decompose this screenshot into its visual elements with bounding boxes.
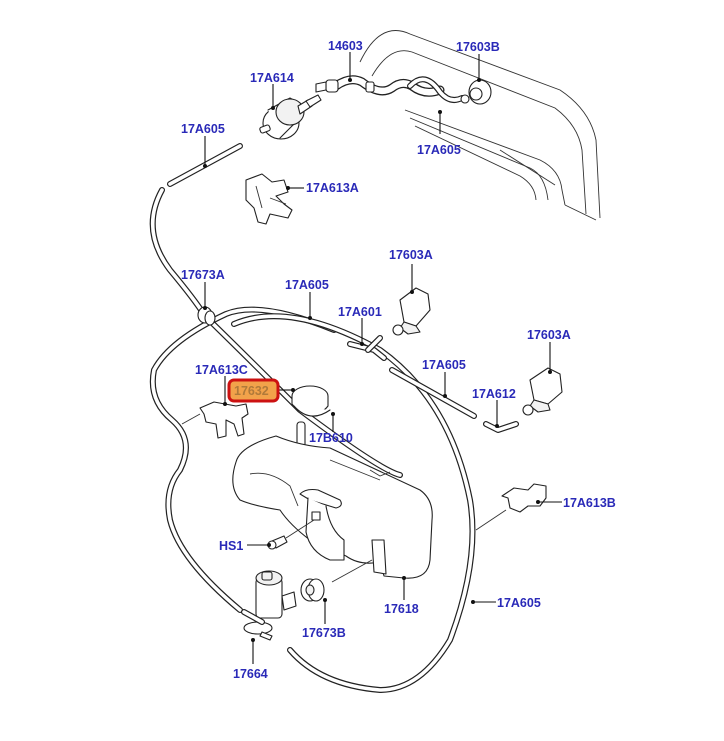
label-17632[interactable]: 17632 bbox=[234, 384, 269, 398]
label-17603A-upper[interactable]: 17603A bbox=[389, 248, 433, 262]
part-labels: 14603 17603B 17A614 17A605 17A605 17A613… bbox=[181, 39, 616, 681]
label-17A605-top-right[interactable]: 17A605 bbox=[417, 143, 461, 157]
part-17603B-grommet bbox=[460, 79, 492, 105]
label-17A613B[interactable]: 17A613B bbox=[563, 496, 616, 510]
highlight-box-17632 bbox=[227, 378, 280, 403]
label-17A612[interactable]: 17A612 bbox=[472, 387, 516, 401]
part-17A605-main-hose bbox=[149, 187, 476, 693]
part-HS1-screw bbox=[267, 519, 315, 550]
label-17A605-top-left[interactable]: 17A605 bbox=[181, 122, 225, 136]
part-17632-cap bbox=[291, 385, 331, 417]
part-17618-reservoir bbox=[232, 435, 433, 579]
label-17A613C[interactable]: 17A613C bbox=[195, 363, 248, 377]
label-17B610[interactable]: 17B610 bbox=[309, 431, 353, 445]
part-17A613B-clip bbox=[475, 483, 547, 531]
label-14603[interactable]: 14603 bbox=[328, 39, 363, 53]
part-17A612-connector bbox=[483, 421, 519, 433]
label-17A605-right[interactable]: 17A605 bbox=[422, 358, 466, 372]
part-17A613A-clip bbox=[245, 173, 293, 225]
part-17664-pump bbox=[241, 570, 297, 641]
part-17673B-grommet bbox=[300, 559, 373, 602]
part-17673A-grommet bbox=[197, 306, 216, 326]
part-17A601-t-connector bbox=[347, 335, 387, 361]
part-17A614-valve bbox=[259, 94, 322, 140]
label-17603A-lower[interactable]: 17603A bbox=[527, 328, 571, 342]
tailgate-panel bbox=[359, 30, 601, 221]
leader-lines bbox=[203, 52, 562, 664]
part-17603A-lower-jet bbox=[522, 367, 563, 416]
label-17603B[interactable]: 17603B bbox=[456, 40, 500, 54]
label-17618[interactable]: 17618 bbox=[384, 602, 419, 616]
label-HS1[interactable]: HS1 bbox=[219, 539, 243, 553]
part-14603-hose bbox=[315, 75, 465, 103]
part-17603A-upper-jet bbox=[392, 287, 431, 336]
label-17A614[interactable]: 17A614 bbox=[250, 71, 294, 85]
label-17A605-bottom[interactable]: 17A605 bbox=[497, 596, 541, 610]
label-17664[interactable]: 17664 bbox=[233, 667, 268, 681]
label-17A601[interactable]: 17A601 bbox=[338, 305, 382, 319]
label-17A613A[interactable]: 17A613A bbox=[306, 181, 359, 195]
label-17A605-mid[interactable]: 17A605 bbox=[285, 278, 329, 292]
part-17A605-right-hose bbox=[389, 367, 477, 419]
part-17A613C-clip bbox=[181, 401, 249, 439]
label-17673A[interactable]: 17673A bbox=[181, 268, 225, 282]
label-17673B[interactable]: 17673B bbox=[302, 626, 346, 640]
